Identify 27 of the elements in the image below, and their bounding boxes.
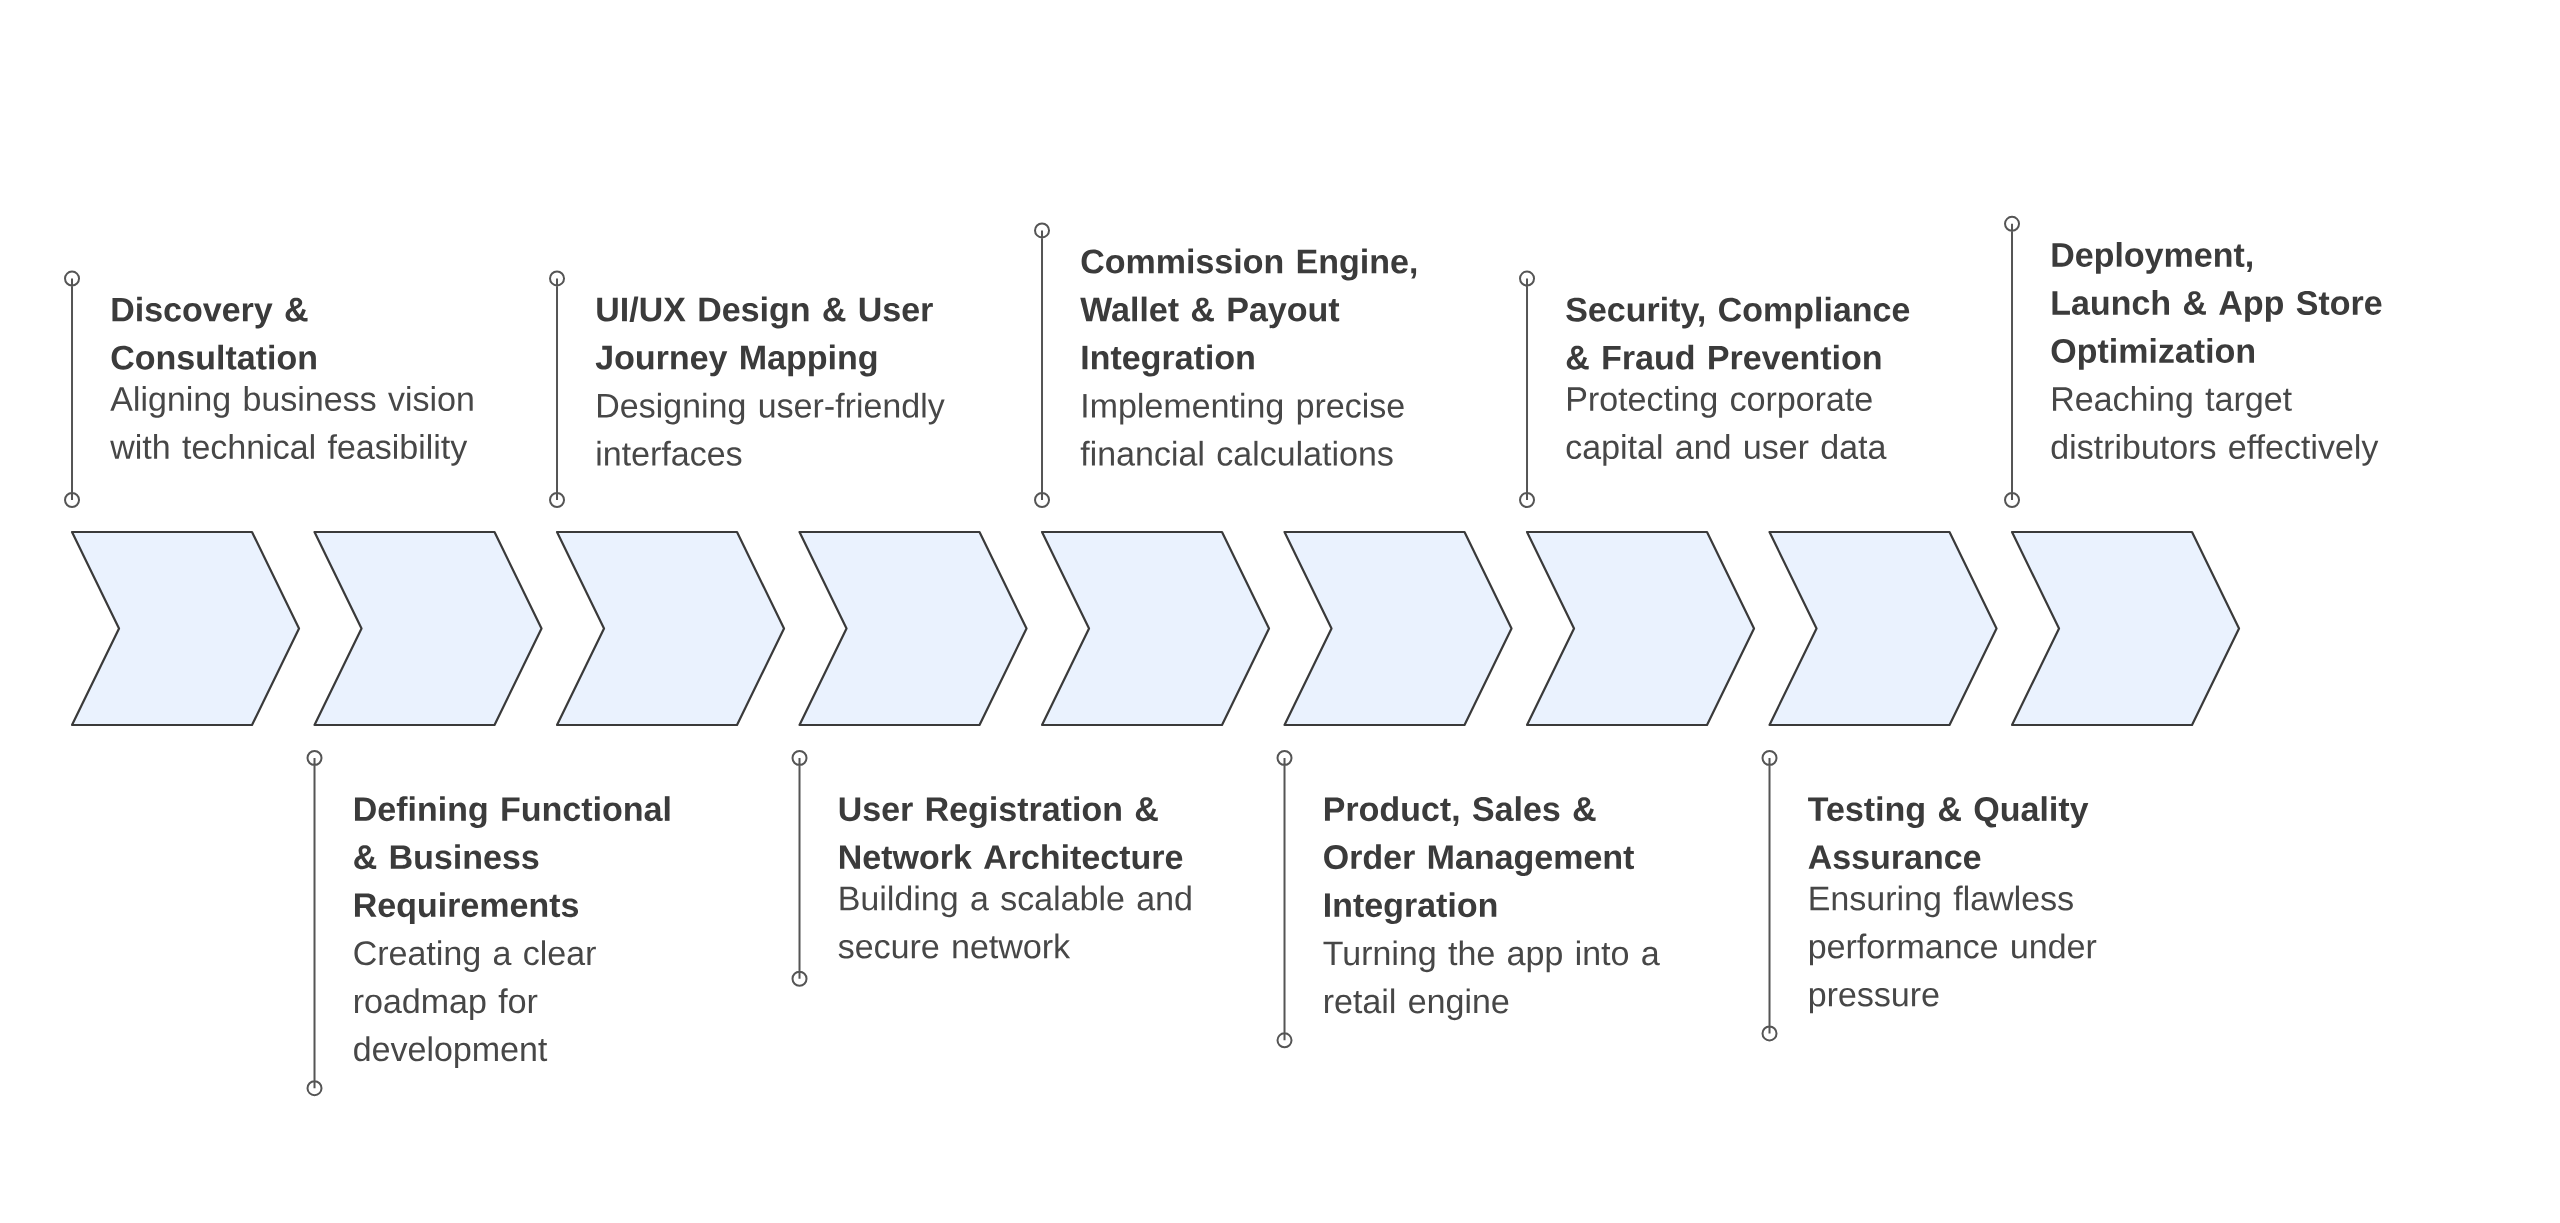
step-description: Implementing precise financial calculations	[1080, 392, 1404, 466]
step-description: Creating a clear roadmap for development	[354, 940, 596, 1068]
step-heading: User Registration & Network Architecture	[839, 796, 1183, 870]
step-heading: Product, Sales & Order Management Integration	[1324, 796, 1634, 925]
step-heading: Defining Functional & Business Requirements	[354, 796, 670, 924]
step-description: Designing user-friendly interfaces	[597, 392, 945, 466]
step-heading: Security, Compliance & Fraud Prevention	[1566, 296, 1910, 370]
step-description: Aligning business vision with technical feasibility	[110, 386, 473, 466]
step-description: Building a scalable and secure network	[838, 885, 1191, 959]
step-description: Protecting corporate capital and user data	[1566, 386, 1887, 466]
chevron-shape	[70, 530, 301, 727]
chevron-shape	[1768, 530, 1998, 727]
chevron-shape	[798, 530, 1028, 727]
chevron-shape	[555, 530, 786, 727]
chevron-shape	[2010, 530, 2241, 727]
step-heading: Testing & Quality Assurance	[1808, 796, 2089, 870]
step-heading: UI/UX Design & User Journey Mapping	[595, 296, 933, 377]
step-description: Reaching target distributors effectively	[2051, 386, 2379, 466]
chevron-shape	[313, 530, 543, 727]
step-description: Ensuring flawless performance under pressure	[1809, 885, 2097, 1014]
chevron-shape	[1283, 530, 1513, 727]
chevron-shape	[1040, 530, 1271, 727]
chevron-shape	[1525, 530, 1756, 727]
step-heading: Commission Engine, Wallet & Payout Integration	[1080, 248, 1417, 377]
step-heading: Discovery & Consultation	[111, 296, 316, 370]
step-heading: Deployment, Launch & App Store Optimization	[2051, 242, 2382, 370]
step-description: Turning the app into a retail engine	[1323, 940, 1660, 1021]
